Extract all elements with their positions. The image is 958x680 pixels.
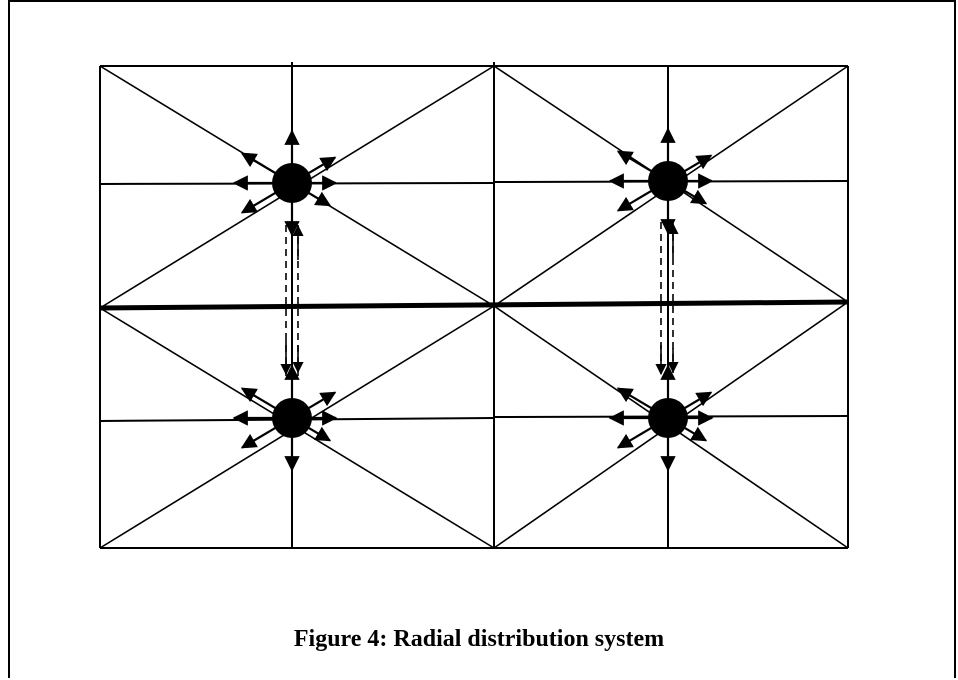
radial-arrow [240,191,278,214]
distribution-nodes [272,161,688,438]
radial-arrow [240,387,278,410]
figure-frame [8,0,956,678]
radial-arrow [306,391,337,410]
radial-arrow [682,426,708,442]
radial-arrows [232,127,714,472]
radial-arrow [240,426,278,449]
radial-arrow [306,156,337,175]
radial-arrow [306,191,332,207]
radial-arrow [616,189,654,212]
node-bottom-right [648,398,688,438]
node-bottom-left [272,398,312,438]
figure-caption: Figure 4: Radial distribution system [293,626,665,652]
radial-arrow [616,150,654,173]
radial-arrow [682,154,713,173]
connector-arrows [280,222,679,376]
radial-arrow [306,426,332,442]
radial-arrow [240,152,278,175]
node-top-left [272,163,312,203]
radial-arrow [682,391,713,410]
dashed-connectors [285,222,674,378]
main-feeder-line [99,299,849,311]
node-top-right [648,161,688,201]
radial-arrow [616,387,654,410]
radial-arrow [682,189,708,205]
radial-arrow [616,426,654,449]
